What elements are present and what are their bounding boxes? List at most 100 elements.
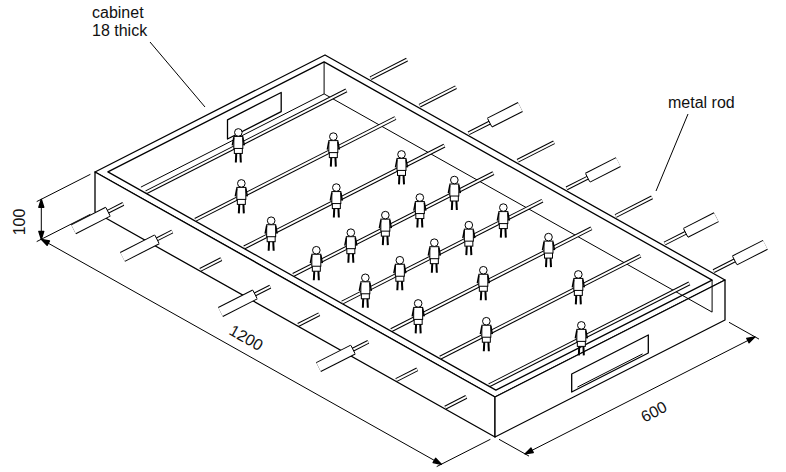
player-arm xyxy=(395,159,397,167)
player-shirt xyxy=(414,307,423,319)
player-shirt xyxy=(464,229,473,241)
player-figure xyxy=(379,211,391,245)
player-head xyxy=(431,239,439,247)
player-head xyxy=(414,300,422,308)
metal-rod xyxy=(567,178,588,189)
rod-handle xyxy=(319,350,354,368)
metal-rod xyxy=(445,397,466,408)
metal-rod xyxy=(255,287,270,295)
player-figure xyxy=(480,317,492,351)
player-figure xyxy=(265,217,277,251)
player-arm xyxy=(477,275,479,283)
player-arm xyxy=(583,279,585,287)
player-arm xyxy=(412,308,414,316)
player-shirt xyxy=(381,219,390,231)
rod-handle xyxy=(490,107,521,123)
player-arm xyxy=(448,185,450,193)
player-shirt xyxy=(361,282,370,294)
player-arm xyxy=(488,275,490,283)
player-figure xyxy=(395,151,407,185)
player-head xyxy=(333,184,341,192)
metal-rod xyxy=(391,228,591,330)
player-arm xyxy=(586,330,588,338)
player-shirt xyxy=(346,237,355,249)
rod-handle xyxy=(735,245,766,261)
dimension-value: 100 xyxy=(11,209,29,236)
metal-rod xyxy=(146,90,346,192)
metal-rod xyxy=(489,283,689,385)
leader-line xyxy=(656,114,688,191)
cabinet-front-face xyxy=(95,172,495,437)
player-arm xyxy=(359,283,361,291)
rod-handle xyxy=(735,245,766,261)
player-head xyxy=(238,180,246,188)
metal-rod xyxy=(371,60,407,79)
rod-handle xyxy=(588,162,619,178)
player-arm xyxy=(497,213,499,221)
player-figure xyxy=(412,300,424,334)
rod-handle xyxy=(106,208,110,216)
player-figure xyxy=(232,129,244,163)
player-head xyxy=(451,176,459,184)
rod-handle xyxy=(253,290,257,298)
rod-handle xyxy=(488,119,492,127)
player-arm xyxy=(345,238,347,246)
extension-line xyxy=(37,174,91,201)
player-arm xyxy=(390,220,392,228)
player-arm xyxy=(341,193,343,201)
player-head xyxy=(330,133,338,141)
rod-handle xyxy=(123,239,158,257)
interior-edge xyxy=(141,94,324,187)
player-arm xyxy=(572,279,574,287)
player-figure xyxy=(448,176,460,210)
player-arm xyxy=(423,308,425,316)
metal-rod xyxy=(108,204,123,212)
player-arm xyxy=(379,220,381,228)
player-arm xyxy=(480,326,482,334)
metal-rod xyxy=(714,260,735,271)
dimension-arrowhead xyxy=(39,199,44,207)
rod-handle xyxy=(586,174,590,182)
metal-rod xyxy=(665,233,686,244)
player-arm xyxy=(338,142,340,150)
player-arm xyxy=(243,137,245,145)
metal-rod xyxy=(342,201,542,303)
metal-rod xyxy=(567,178,588,189)
goal-opening xyxy=(228,93,282,140)
rod-handle xyxy=(686,217,717,233)
player-arm xyxy=(232,137,234,145)
goal-opening xyxy=(572,335,649,392)
player-shirt xyxy=(332,192,341,204)
dimension-arrowhead xyxy=(433,458,441,464)
player-head xyxy=(382,211,390,219)
player-arm xyxy=(327,142,329,150)
interior-edge xyxy=(324,62,325,94)
player-figure xyxy=(477,266,489,300)
metal-rod xyxy=(108,204,123,212)
player-arm xyxy=(276,226,278,234)
metal-rod xyxy=(255,287,270,295)
player-arm xyxy=(321,255,323,263)
player-head xyxy=(575,271,583,279)
metal-rod xyxy=(396,369,417,380)
metal-rod xyxy=(353,342,368,350)
player-figure xyxy=(414,194,426,228)
player-shirt xyxy=(450,184,459,196)
player-figure xyxy=(463,221,475,255)
player-shirt xyxy=(415,202,424,214)
rod-handle xyxy=(155,235,159,243)
player-head xyxy=(267,217,275,225)
player-shirt xyxy=(544,241,553,253)
player-shirt xyxy=(430,247,439,259)
part-label: 18 thick xyxy=(92,22,147,40)
player-arm xyxy=(553,242,555,250)
rod-handle xyxy=(686,217,717,233)
metal-rod xyxy=(489,283,689,385)
rod-handle xyxy=(319,350,354,368)
player-shirt xyxy=(482,325,491,337)
player-figure xyxy=(575,322,587,356)
player-figure xyxy=(497,204,509,238)
player-arm xyxy=(542,242,544,250)
